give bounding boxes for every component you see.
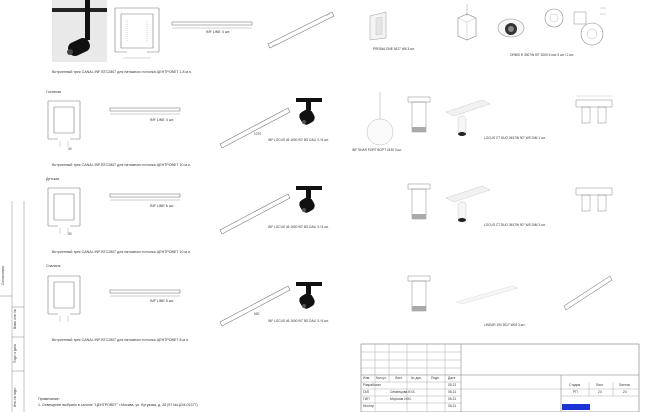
- living-dim: 40: [68, 147, 72, 151]
- tb-date-3: 05.21: [448, 404, 457, 408]
- wall-lamp-drawing: [369, 11, 387, 41]
- living-spot-label: INF LOCUS 46 1600 90° BS DALI 3 / 6 шт.: [268, 138, 329, 142]
- tb-role-2: ГИП: [363, 397, 370, 401]
- bedroom-diagonal-track: [219, 285, 291, 327]
- notes-title: Примечание:: [38, 397, 60, 401]
- kids-diagonal-track: [219, 193, 291, 235]
- duo-render: [445, 99, 491, 136]
- kids-track-label: INF LINE 6 шт.: [150, 204, 174, 208]
- left-label-agreed: Согласовано: [1, 265, 5, 285]
- tb-sheet-header: Лист: [596, 383, 604, 387]
- tb-header-sheet: Лист: [395, 376, 403, 380]
- left-stamp-frame: Согласовано Взам. инв. № Подп. и дата Ин…: [0, 201, 25, 412]
- living-room-heading: Гостиная: [46, 90, 62, 94]
- pendant-label: INF SHAR PORT BOPT 2430 3 шт.: [352, 148, 403, 152]
- tb-role-0: Разработал: [363, 383, 381, 387]
- orbit-spot-drawings: [544, 7, 606, 46]
- tb-sheets-value: 24: [623, 390, 627, 394]
- linear-render: [455, 285, 519, 305]
- bedroom-dim-track: 600: [254, 312, 260, 316]
- living-caption: Встроенный трек CANAL INF ВТС2807 для на…: [52, 163, 191, 167]
- bedroom-heading: Спальня: [46, 264, 61, 268]
- tb-stage-header: Стадия: [569, 383, 581, 387]
- top-caption: Встроенный трек CANAL INF ВТС2807 для на…: [52, 70, 192, 74]
- track-photo: [52, 0, 107, 62]
- linear-label: LINEAR 190 3027 W03 3 шт.: [484, 323, 526, 327]
- left-label-sign: Подп. и дата: [13, 344, 17, 363]
- left-label-replace: Взам. инв. №: [13, 309, 17, 329]
- spot-label: ORBIS R 3007W 90° 3000 К кол 3 шт / 2 шт…: [510, 53, 574, 57]
- tb-sheets-header: Листов: [619, 383, 630, 387]
- kids-dim: 30: [68, 232, 72, 236]
- duo-label: LOCUS CT DUO 3457W 90° WS DIM 1 шт.: [484, 136, 546, 140]
- bedroom-spot-label: INF LOCUS 46 1600 90° BS DALI 3 / 6 шт.: [268, 319, 329, 323]
- bedroom-duo-side-view: [407, 275, 431, 312]
- tb-header-change: Изм.: [363, 376, 371, 380]
- bedroom-profile-section: [47, 275, 81, 322]
- diagonal-track-drawing: [267, 11, 335, 49]
- pendant-sphere-drawing: [366, 92, 394, 146]
- kids-duo-technical: [575, 187, 613, 212]
- duo-side-view: [407, 96, 431, 133]
- left-frame-lines: [0, 201, 25, 412]
- recessed-spot-drawing: [497, 18, 525, 38]
- kids-duo-render: [445, 185, 491, 222]
- duo-technical: [575, 95, 613, 124]
- tb-date-0: 05.21: [448, 383, 457, 387]
- living-track-label: INF LINE 4 шт.: [150, 118, 174, 122]
- title-block: Изм. Кол.уч. Лист № док. Подп. Дата Разр…: [360, 343, 640, 412]
- living-track-line: [109, 107, 181, 115]
- tb-date-1: 05.21: [448, 390, 457, 394]
- notes-line1: 1. Освещение выбрано в салоне "ЦЕНТРОВЕТ…: [38, 403, 198, 407]
- kids-room-heading: Детская: [46, 177, 60, 181]
- kids-track-line: [109, 193, 181, 201]
- tb-header-doc: № док.: [411, 376, 422, 380]
- bedroom-track-label: INF LINE 5 шт.: [150, 299, 174, 303]
- title-block-grid: [360, 343, 640, 412]
- bedroom-black-spot: [296, 282, 322, 309]
- living-dim-track: 1070: [254, 132, 262, 136]
- bedroom-track-line: [109, 289, 181, 297]
- kids-black-spot: [296, 186, 322, 213]
- tb-name-2: Морозов И.Ю.: [390, 397, 412, 401]
- bedroom-caption: Встроенный трек CANAL INF ВТС2807 для на…: [52, 338, 189, 342]
- living-profile-section: [47, 100, 81, 147]
- track-photo-svg: [52, 0, 107, 57]
- kids-duo-label: LOCUS CT DUO 3457W 90° WS DIM 3 шт.: [484, 223, 546, 227]
- tb-stage-value: РП: [573, 390, 578, 394]
- wall-lamp-label: PRISMA ONE 5427 W6 3 шт.: [373, 47, 415, 51]
- profile-section-drawing: [114, 7, 160, 59]
- cube-lamp-drawing: [457, 4, 477, 41]
- tb-name-1: Семенцова Ю.Б.: [390, 390, 416, 394]
- left-label-inv: Инв. № подл.: [13, 387, 17, 407]
- tb-header-sign: Подп.: [431, 376, 440, 380]
- top-track-label: INF LINE 4 шт.: [206, 30, 230, 34]
- kids-caption: Встроенный трек CANAL INF ВТС2807 для на…: [52, 250, 191, 254]
- kids-spot-label: INF LOCUS 46 1600 90° BS DALI 3 / 6 шт.: [268, 225, 329, 229]
- kids-profile-section: [47, 187, 81, 234]
- track-line-drawing: [171, 21, 253, 29]
- tb-header-date: Дата: [448, 376, 456, 380]
- linear-technical: [563, 275, 613, 311]
- tb-header-count: Кол.уч.: [376, 376, 387, 380]
- tb-role-1: ГАП: [363, 390, 370, 394]
- tb-sheet-value: 24: [598, 390, 602, 394]
- living-diagonal-track: [219, 107, 291, 149]
- tb-role-3: Нконтр: [363, 404, 374, 408]
- kids-duo-side-view: [407, 183, 431, 220]
- tb-company-logo: [562, 404, 590, 410]
- living-black-spot: [296, 98, 322, 125]
- tb-date-2: 05.21: [448, 397, 457, 401]
